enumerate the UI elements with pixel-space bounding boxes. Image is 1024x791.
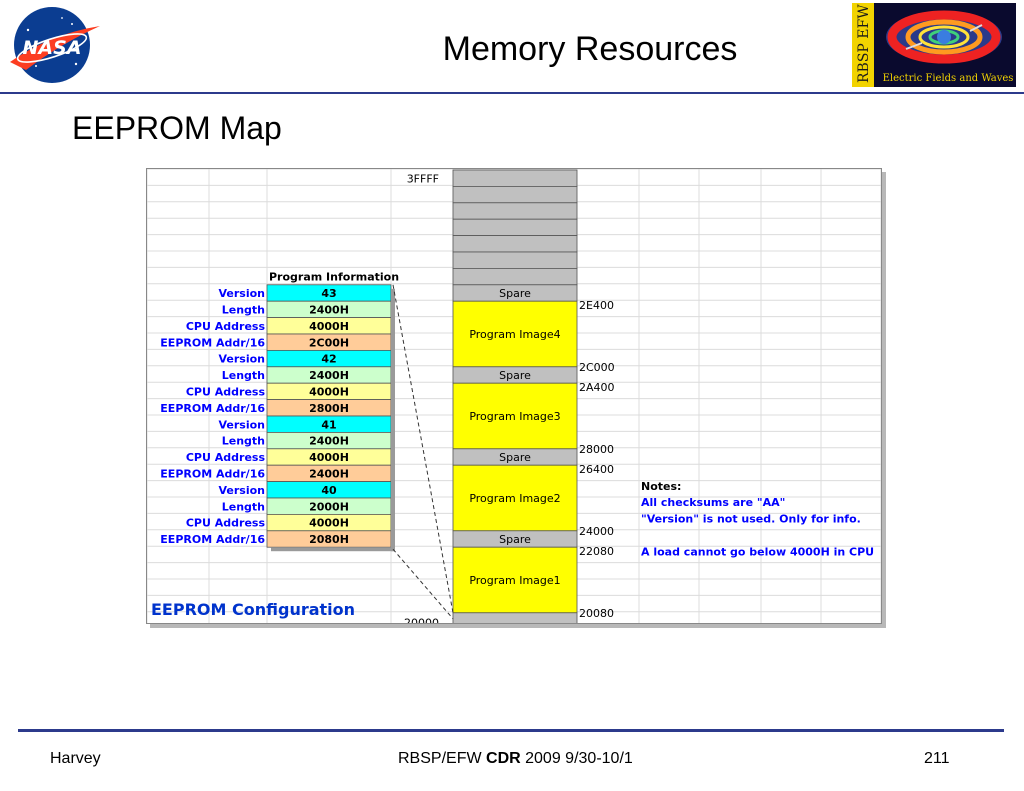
image-top-address: 22080: [579, 545, 614, 558]
info-label: CPU Address: [186, 517, 266, 530]
empty-memory-row: [452, 268, 578, 286]
info-value: 41: [321, 418, 336, 431]
footer-author: Harvey: [50, 750, 101, 767]
info-value: 43: [321, 287, 336, 300]
info-value: 2800H: [309, 402, 349, 415]
memory-column: [452, 169, 578, 623]
info-value: 2C00H: [309, 336, 349, 349]
empty-memory-row: [452, 169, 578, 187]
image-bottom-address: 28000: [579, 443, 614, 456]
program-image-label: Program Image4: [469, 328, 560, 341]
info-label: Length: [222, 500, 265, 513]
note-line: A load cannot go below 4000H in CPU: [641, 545, 874, 558]
image-top-address: 2A400: [579, 381, 615, 394]
dashed-connectors: [392, 284, 454, 620]
image-top-address: 2E400: [579, 299, 614, 312]
info-value: 4000H: [309, 451, 349, 464]
info-value: 2400H: [309, 435, 349, 448]
nasa-logo: NASA: [6, 4, 102, 86]
nasa-logo-text: NASA: [23, 37, 82, 59]
info-label: Version: [218, 418, 265, 431]
info-label: EEPROM Addr/16: [160, 402, 265, 415]
bottom-address-label: 20000: [404, 617, 439, 623]
program-image-label: Program Image3: [469, 410, 560, 423]
footer-event: RBSP/EFW CDR 2009 9/30-10/1: [398, 750, 633, 768]
program-image-label: Program Image2: [469, 492, 560, 505]
empty-memory-row: [452, 218, 578, 237]
footer-page-number: 211: [924, 750, 950, 767]
spare-label: Spare: [499, 451, 531, 464]
footer-event-suffix: 2009 9/30-10/1: [520, 750, 633, 767]
image-top-address: 26400: [579, 463, 614, 476]
info-value: 2080H: [309, 533, 349, 546]
table-shadow-right: [391, 288, 395, 552]
info-label: EEPROM Addr/16: [160, 336, 265, 349]
rbsp-logo-caption: Electric Fields and Waves: [883, 73, 1014, 84]
empty-memory-row: [452, 185, 578, 204]
info-value: 42: [321, 353, 336, 366]
info-value: 2400H: [309, 304, 349, 317]
info-label: Length: [222, 435, 265, 448]
footer-event-prefix: RBSP/EFW: [398, 750, 487, 767]
info-label: Version: [218, 287, 265, 300]
info-label: EEPROM Addr/16: [160, 468, 265, 481]
image-bottom-address: 24000: [579, 525, 614, 538]
image-bottom-address: 2C000: [579, 361, 615, 374]
connector-line: [392, 284, 454, 613]
footer-divider: [18, 729, 1004, 732]
info-label: Version: [218, 484, 265, 497]
image-bottom-address: 20080: [579, 607, 614, 620]
slide-title: Memory Resources: [442, 30, 738, 68]
program-info-title: Program Information: [269, 271, 399, 284]
rbsp-logo-side-text: RBSP EFW: [856, 4, 872, 83]
info-value: 2400H: [309, 468, 349, 481]
spare-label: Spare: [499, 533, 531, 546]
program-image-block: [452, 300, 578, 368]
program-info-table: [266, 284, 395, 552]
info-value: 2000H: [309, 500, 349, 513]
spare-label: Spare: [499, 369, 531, 382]
note-line: All checksums are "AA": [641, 496, 785, 509]
empty-memory-row: [452, 202, 578, 220]
connector-line: [392, 548, 454, 620]
base-memory-row: [452, 612, 578, 623]
top-address-label: 3FFFF: [407, 172, 439, 185]
eeprom-configuration-title: EEPROM Configuration: [151, 600, 355, 619]
rbsp-efw-logo: RBSP EFW Electric Fields and Waves: [852, 3, 1016, 87]
section-title: EEPROM Map: [72, 110, 282, 146]
info-label: EEPROM Addr/16: [160, 533, 265, 546]
footer-event-bold: CDR: [486, 750, 521, 767]
info-value: 4000H: [309, 386, 349, 399]
info-value: 2400H: [309, 369, 349, 382]
info-label: CPU Address: [186, 386, 266, 399]
spare-label: Spare: [499, 287, 531, 300]
info-value: 4000H: [309, 320, 349, 333]
table-shadow-bottom: [271, 547, 395, 552]
empty-memory-row: [452, 251, 578, 269]
info-value: 40: [321, 484, 337, 497]
info-label: CPU Address: [186, 451, 266, 464]
notes-heading: Notes:: [641, 480, 681, 493]
info-label: Length: [222, 369, 265, 382]
info-value: 4000H: [309, 517, 349, 530]
program-image-block: [452, 382, 578, 450]
info-label: CPU Address: [186, 320, 266, 333]
program-image-block: [452, 464, 578, 532]
empty-memory-row: [452, 235, 578, 253]
info-label: Length: [222, 304, 265, 317]
program-image-label: Program Image1: [469, 574, 560, 587]
note-line: "Version" is not used. Only for info.: [641, 513, 861, 526]
info-label: Version: [218, 353, 265, 366]
header-divider: [0, 92, 1024, 94]
